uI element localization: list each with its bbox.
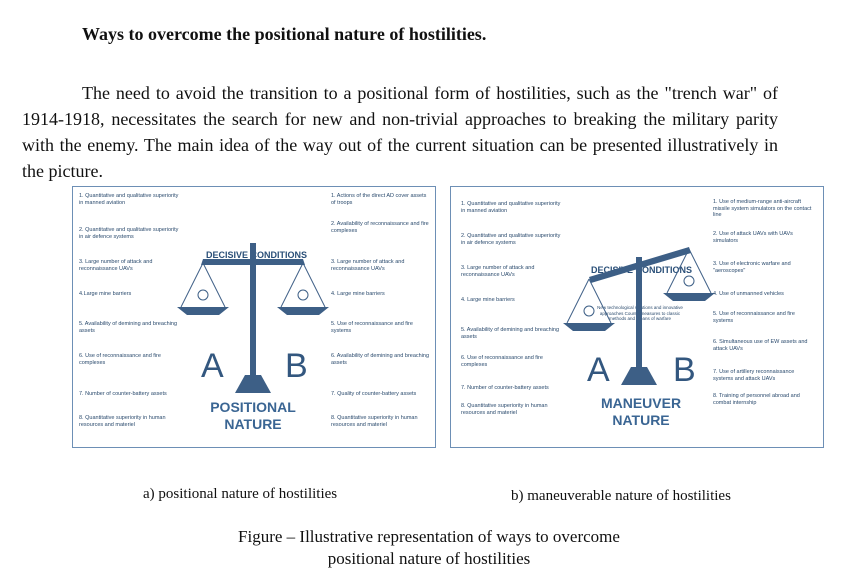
right-item-6: 6. Simultaneous use of EW assets and att… bbox=[713, 339, 808, 352]
figure-panel-maneuver: 1. Quantitative and qualitative superior… bbox=[450, 186, 824, 448]
figure-caption: Figure – Illustrative representation of … bbox=[0, 526, 858, 570]
right-item-3: 3. Large number of attack and reconnaiss… bbox=[331, 259, 405, 272]
left-item-6: 6. Use of reconnaissance and fire comple… bbox=[79, 353, 161, 366]
tilted-balance-scale-icon bbox=[563, 247, 715, 385]
left-item-3: 3. Large number of attack and reconnaiss… bbox=[79, 259, 153, 272]
right-item-6: 6. Availability of demining and breachin… bbox=[331, 353, 430, 366]
right-item-4: 4. Use of unmanned vehicles bbox=[713, 291, 784, 297]
letter-b: B bbox=[673, 351, 696, 389]
letter-b: B bbox=[285, 347, 308, 385]
decisive-conditions-label: DECISIVE CONDITIONS bbox=[206, 250, 308, 260]
right-item-7: 7. Use of artillery reconnaissance syste… bbox=[713, 369, 795, 382]
right-item-2: 2. Availability of reconnaissance and fi… bbox=[331, 221, 429, 234]
right-item-7: 7. Quality of counter-battery assets bbox=[331, 391, 417, 397]
left-item-4: 4. Large mine barriers bbox=[461, 297, 515, 303]
right-item-5: 5. Use of reconnaissance and fire system… bbox=[331, 321, 413, 334]
left-item-4: 4.Large mine barriers bbox=[79, 291, 132, 297]
nature-title: POSITIONAL NATURE bbox=[193, 399, 313, 433]
left-item-2: 2. Quantitative and qualitative superior… bbox=[79, 227, 179, 240]
left-item-5: 5. Availability of demining and breachin… bbox=[461, 327, 560, 340]
right-item-8: 8. Training of personnel abroad and comb… bbox=[713, 393, 800, 406]
right-item-2: 2. Use of attack UAVs with UAVs simulato… bbox=[713, 231, 793, 244]
nature-line-1: MANEUVER bbox=[600, 395, 682, 411]
letter-a: A bbox=[587, 351, 610, 389]
nature-title: MANEUVER NATURE bbox=[581, 395, 701, 429]
left-item-7: 7. Number of counter-battery assets bbox=[461, 385, 549, 391]
balance-scale-icon bbox=[177, 243, 329, 393]
right-item-3: 3. Use of electronic warfare and "aerosc… bbox=[713, 261, 791, 274]
body-paragraph: The need to avoid the transition to a po… bbox=[22, 83, 778, 181]
left-item-1: 1. Quantitative and qualitative superior… bbox=[79, 193, 179, 206]
left-item-8: 8. Quantitative superiority in human res… bbox=[79, 415, 166, 428]
letter-a: A bbox=[201, 347, 224, 385]
nature-line-2: NATURE bbox=[612, 412, 670, 428]
left-item-5: 5. Availability of demining and breachin… bbox=[79, 321, 178, 334]
right-item-4: 4. Large mine barriers bbox=[331, 291, 385, 297]
left-item-1: 1. Quantitative and qualitative superior… bbox=[461, 201, 561, 214]
section-heading: Ways to overcome the positional nature o… bbox=[82, 24, 487, 44]
right-item-8: 8. Quantitative superiority in human res… bbox=[331, 415, 418, 428]
nature-line-2: NATURE bbox=[224, 416, 282, 432]
right-item-5: 5. Use of reconnaissance and fire system… bbox=[713, 311, 795, 324]
left-item-3: 3. Large number of attack and reconnaiss… bbox=[461, 265, 535, 278]
figure-caption-line-2: positional nature of hostilities bbox=[327, 549, 531, 568]
caption-b: b) maneuverable nature of hostilities bbox=[511, 488, 731, 504]
left-item-2: 2. Quantitative and qualitative superior… bbox=[461, 233, 561, 246]
right-item-1: 1. Actions of the direct AD cover assets… bbox=[331, 193, 427, 206]
right-item-1: 1. Use of medium-range anti-aircraft mis… bbox=[713, 199, 812, 218]
left-item-8: 8. Quantitative superiority in human res… bbox=[461, 403, 548, 416]
left-item-6: 6. Use of reconnaissance and fire comple… bbox=[461, 355, 543, 368]
nature-line-1: POSITIONAL bbox=[210, 399, 296, 415]
figure-panel-positional: 1. Quantitative and qualitative superior… bbox=[72, 186, 436, 448]
caption-a: a) positional nature of hostilities bbox=[143, 486, 338, 502]
left-item-7: 7. Number of counter-battery assets bbox=[79, 391, 167, 397]
figure-caption-line-1: Figure – Illustrative representation of … bbox=[238, 527, 620, 546]
